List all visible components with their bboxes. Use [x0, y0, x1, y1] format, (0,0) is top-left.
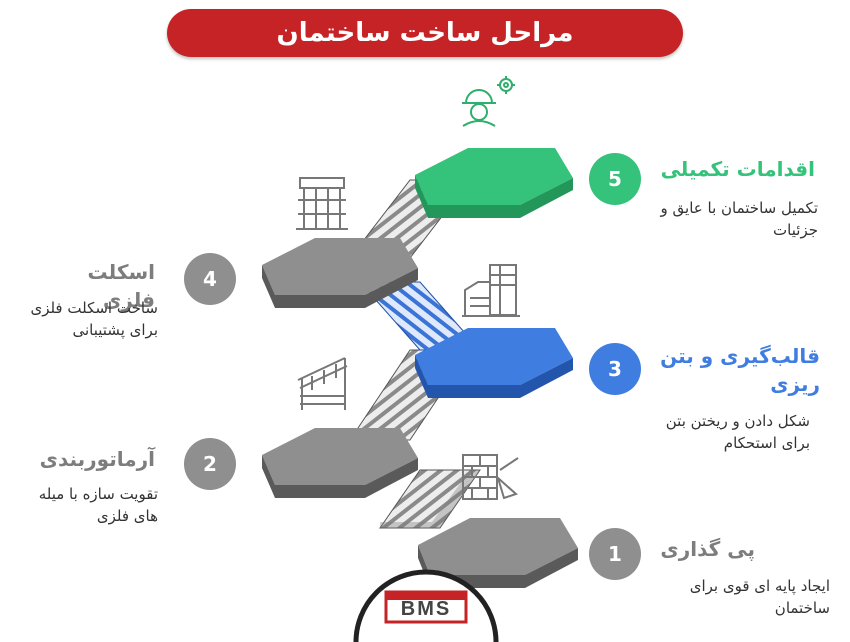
step-4-number: 4 — [203, 267, 217, 291]
landing-4 — [262, 238, 418, 308]
step-3-title: قالب‌گیری و بتن ریزی — [660, 344, 820, 396]
page-title: مراحل ساخت ساختمان — [276, 18, 574, 48]
title-banner: مراحل ساخت ساختمان — [167, 9, 683, 57]
step-2-number: 2 — [203, 452, 217, 476]
step-5-desc: تکمیل ساختمان با عایق و جزئیات — [660, 199, 818, 239]
step-1-desc: ایجاد پایه ای قوی برای ساختمان — [689, 577, 830, 617]
step-5-badge: 5 — [589, 153, 641, 205]
step-2-title: آرماتوربندی — [39, 447, 155, 471]
step-4-title: اسکلت فلزی — [87, 260, 156, 312]
stair-flight-1 — [379, 469, 481, 529]
step-4-badge: 4 — [184, 253, 236, 305]
step-2-desc: تقویت سازه با میله های فلزی — [38, 485, 158, 525]
worker-gear-icon — [462, 76, 515, 127]
landing-2 — [262, 428, 418, 498]
logo-text: BMS — [400, 598, 452, 620]
rebar-stair-icon — [297, 357, 348, 410]
bms-logo — [353, 569, 499, 642]
step-1-title: پی گذاری — [660, 537, 755, 561]
step-4-desc: ساخت اسکلت فلزی برای پشتیبانی — [30, 299, 158, 339]
step-3-desc: شکل دادن و ریختن بتن برای استحکام — [665, 412, 810, 452]
step-1-badge: 1 — [589, 528, 641, 580]
step-3-badge: 3 — [589, 343, 641, 395]
landing-3 — [415, 328, 573, 398]
step-1-number: 1 — [608, 542, 622, 566]
landing-5 — [415, 148, 573, 218]
step-5-title: اقدامات تکمیلی — [660, 157, 815, 181]
steel-frame-icon — [296, 177, 348, 230]
formwork-icon — [462, 264, 520, 317]
brick-wall-trowel-icon — [462, 454, 519, 500]
step-3-number: 3 — [608, 357, 622, 381]
step-5-number: 5 — [608, 167, 622, 191]
step-2-badge: 2 — [184, 438, 236, 490]
